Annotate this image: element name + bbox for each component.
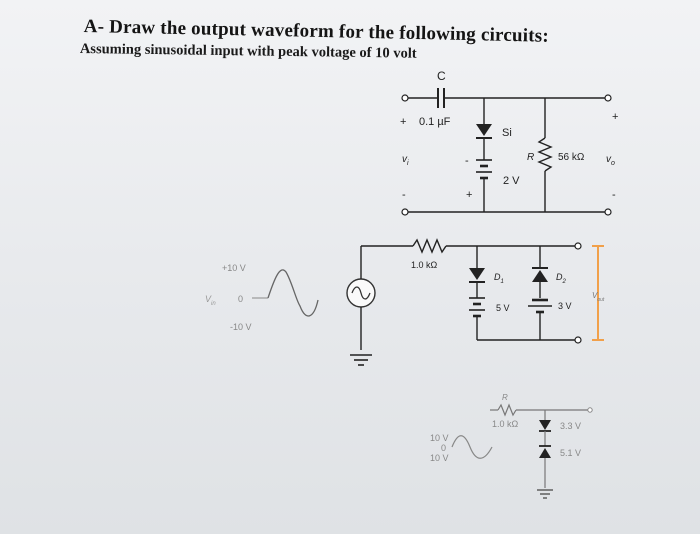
circuit-2: +10 V 0 -10 V Vin 1.0 kΩ D1 bbox=[205, 238, 605, 366]
output-terminal-top bbox=[574, 242, 582, 250]
input-zero-label: 0 bbox=[238, 294, 243, 304]
battery2-value: 3 V bbox=[558, 301, 572, 311]
resistor-56k bbox=[537, 137, 553, 172]
battery-value: 2 V bbox=[503, 175, 520, 187]
capacitor-label: C bbox=[437, 69, 446, 83]
resistor-value: 56 kΩ bbox=[558, 152, 585, 163]
resistor-label: R bbox=[502, 393, 508, 402]
diode-d2 bbox=[532, 267, 548, 282]
resistor-value: 1.0 kΩ bbox=[411, 260, 438, 270]
output-voltage-label: Vout bbox=[592, 291, 605, 303]
battery-5v bbox=[469, 297, 485, 318]
d1-label: D1 bbox=[494, 272, 504, 285]
battery-2v bbox=[476, 159, 492, 180]
output-voltage-label: vo bbox=[606, 154, 615, 167]
silicon-diode bbox=[476, 124, 492, 139]
input-plus-sign: + bbox=[400, 116, 406, 128]
output-terminal-top bbox=[604, 94, 612, 102]
ground-symbol bbox=[350, 354, 372, 366]
output-terminal-bottom bbox=[604, 208, 612, 216]
input-terminal-top bbox=[401, 94, 409, 102]
input-peak-negative: -10 V bbox=[230, 322, 252, 332]
input-waveform bbox=[252, 269, 319, 317]
output-terminal-bottom bbox=[574, 336, 582, 344]
capacitor bbox=[437, 88, 445, 108]
battery-minus-sign: - bbox=[465, 155, 469, 167]
resistor-value: 1.0 kΩ bbox=[492, 419, 519, 429]
output-terminal bbox=[587, 407, 593, 413]
resistor-label: R bbox=[527, 152, 534, 163]
d2-label: D2 bbox=[556, 272, 567, 285]
battery-3v bbox=[528, 298, 552, 314]
circuit-1: C 0.1 µF + + Si - 2 V + R 56 kΩ vi v bbox=[400, 69, 618, 216]
zener-diode-1 bbox=[539, 420, 551, 432]
zener-diode-2 bbox=[539, 445, 551, 458]
input-peak-positive: 10 V bbox=[430, 433, 449, 443]
input-voltage-label: vi bbox=[402, 154, 409, 167]
input-minus-sign: - bbox=[402, 189, 406, 201]
sine-symbol-icon bbox=[351, 286, 371, 300]
output-plus-sign: + bbox=[612, 111, 618, 123]
zener1-value: 3.3 V bbox=[560, 421, 581, 431]
circuit-3: 10 V 0 10 V R 1.0 kΩ 3.3 V 5.1 V bbox=[430, 393, 593, 499]
input-terminal-bottom bbox=[401, 208, 409, 216]
resistor-1k bbox=[412, 238, 447, 254]
battery-plus-sign: + bbox=[466, 189, 472, 201]
input-peak-negative: 10 V bbox=[430, 453, 449, 463]
ground-symbol bbox=[537, 489, 553, 499]
capacitor-value: 0.1 µF bbox=[419, 116, 451, 128]
output-bracket bbox=[592, 245, 604, 341]
resistor-1k bbox=[497, 403, 517, 417]
input-waveform bbox=[451, 435, 493, 459]
diode-d1 bbox=[469, 268, 485, 283]
input-voltage-label: Vin bbox=[205, 294, 216, 307]
diode-label: Si bbox=[502, 127, 512, 139]
battery1-value: 5 V bbox=[496, 303, 510, 313]
output-minus-sign: - bbox=[612, 189, 616, 201]
zener2-value: 5.1 V bbox=[560, 448, 581, 458]
input-zero-label: 0 bbox=[441, 443, 446, 453]
input-peak-positive: +10 V bbox=[222, 263, 246, 273]
